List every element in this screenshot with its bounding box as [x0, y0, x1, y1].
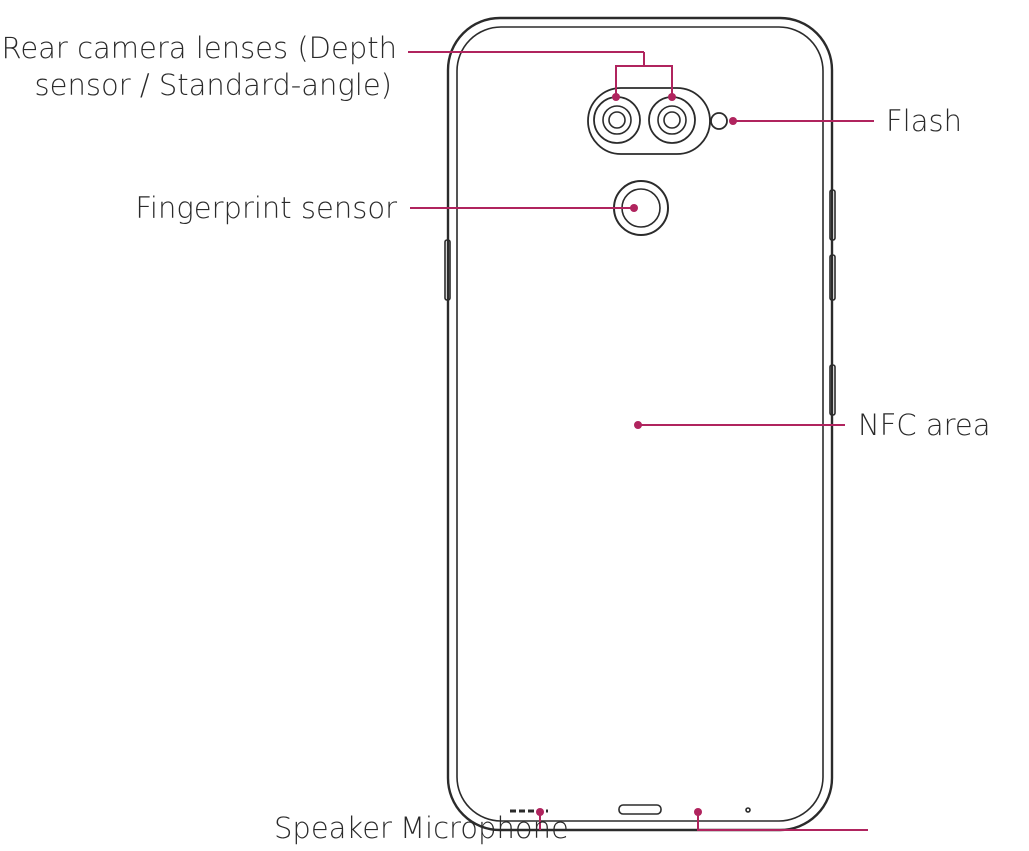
- flash-icon: [710, 112, 728, 130]
- label-nfc: NFC area: [858, 408, 991, 442]
- microphone-dot: [694, 808, 702, 816]
- label-rear-camera-line2: sensor / Standard-angle): [35, 68, 392, 102]
- rear-camera-dot-left: [612, 93, 620, 101]
- label-fingerprint: Fingerprint sensor: [135, 191, 397, 225]
- label-rear-camera-line1: Rear camera lenses (Depth: [1, 31, 397, 65]
- nfc-dot: [634, 421, 642, 429]
- rear-camera-dot-right: [668, 93, 676, 101]
- fingerprint-dot: [630, 204, 638, 212]
- leader-lines: [408, 51, 874, 831]
- camera-lens-right-inner: [663, 111, 681, 129]
- bottom-hole-right: [745, 807, 751, 813]
- camera-lens-left-inner: [608, 111, 626, 129]
- label-flash: Flash: [886, 104, 962, 138]
- usb-port: [618, 804, 662, 815]
- label-microphone: Microphone: [400, 811, 569, 845]
- right-side-button-low: [829, 364, 836, 416]
- right-side-button-top: [829, 189, 836, 241]
- right-side-button-mid: [829, 254, 836, 301]
- left-side-button: [444, 239, 451, 301]
- speaker-dot: [536, 808, 544, 816]
- camera-lens-left-mid: [602, 105, 632, 135]
- labels: Rear camera lenses (Depth sensor / Stand…: [1, 31, 990, 845]
- camera-lens-left-outer: [593, 96, 641, 144]
- rear-camera-leader: [408, 51, 673, 96]
- label-speaker: Speaker: [274, 811, 392, 845]
- microphone-leader: [697, 812, 868, 831]
- camera-lens-right-outer: [648, 96, 696, 144]
- camera-housing: [587, 87, 711, 155]
- camera-lens-right-mid: [657, 105, 687, 135]
- camera-module: [587, 87, 728, 155]
- flash-dot: [729, 117, 737, 125]
